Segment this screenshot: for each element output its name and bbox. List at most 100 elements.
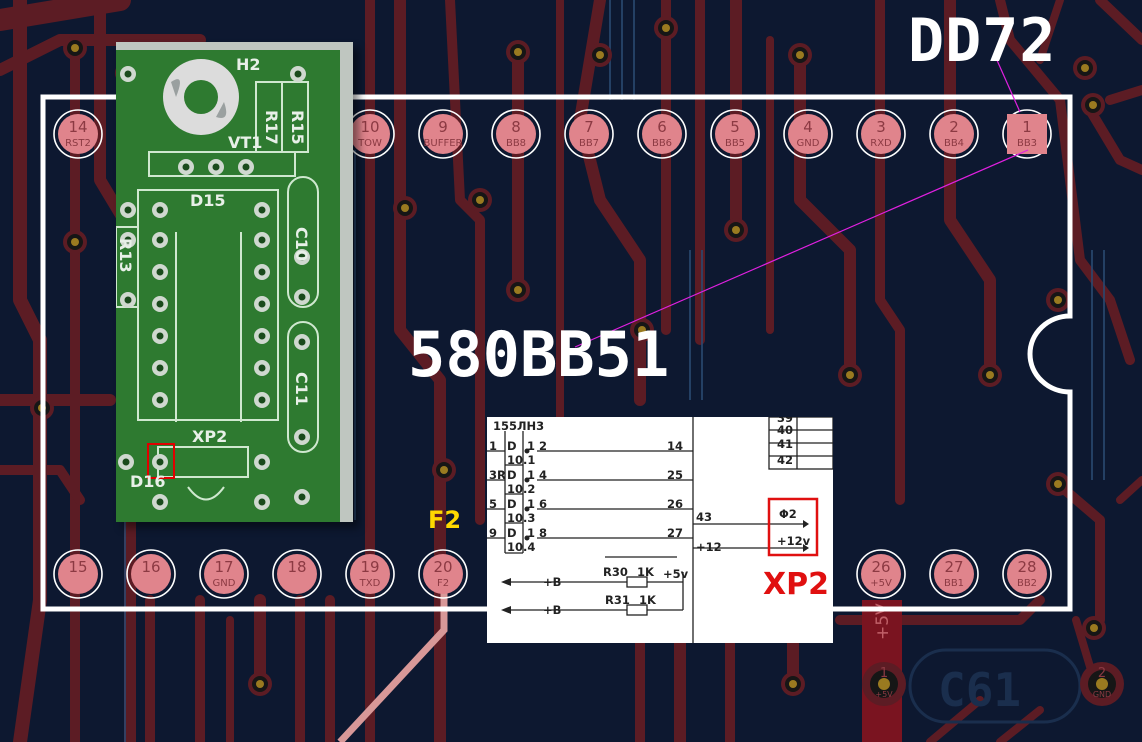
- schem-net-43: 43: [696, 510, 713, 524]
- schem-g4-net: 27: [667, 526, 684, 540]
- photo-label-r17: R17: [262, 110, 281, 145]
- ic-pad-2[interactable]: [934, 114, 974, 154]
- ic-pad-7[interactable]: [569, 114, 609, 154]
- schem-g1-name: 10.1: [507, 453, 536, 467]
- schem-g4-num: 1: [527, 526, 536, 540]
- schem-chip-label: 155ЛН3: [493, 419, 545, 433]
- ic-pad-20[interactable]: [423, 554, 463, 594]
- ic-pad-8[interactable]: [496, 114, 536, 154]
- pin-number: 15: [68, 558, 88, 576]
- ic-pad-19[interactable]: [350, 554, 390, 594]
- pin-name: BB3: [1016, 138, 1038, 149]
- photo-label-r15: R15: [288, 110, 307, 145]
- f2-signal-label: F2: [428, 506, 462, 534]
- schem-g4-out: 8: [539, 526, 548, 540]
- pin-name: BB4: [943, 138, 965, 149]
- schem-xp2-pin-f2: Φ2: [779, 507, 797, 521]
- ic-reference-label[interactable]: DD72: [908, 6, 1057, 76]
- ic-pad-17[interactable]: [204, 554, 244, 594]
- pin-name: BB2: [1016, 578, 1038, 589]
- ic-pad-9[interactable]: [423, 114, 463, 154]
- schem-r30-name: R30: [603, 565, 628, 579]
- ic-silkscreen-outline: [40, 94, 1073, 612]
- ratsnest-line-part: [574, 149, 1029, 348]
- ic-pad-16[interactable]: [131, 554, 171, 594]
- schem-g1-net: 14: [667, 439, 684, 453]
- f2-signal-trace: [337, 582, 448, 742]
- schem-g3-name: 10.3: [507, 511, 536, 525]
- schem-g2-in: 3: [489, 468, 498, 482]
- pin-name: BUFFER: [423, 138, 463, 149]
- ic-pad-10[interactable]: [350, 114, 390, 154]
- pin-name: BB1: [943, 578, 965, 589]
- pin-number: 9: [438, 118, 448, 136]
- pin-number: 14: [68, 118, 88, 136]
- schem-table-row-41: 41: [777, 437, 794, 451]
- schem-g1-in: 1: [489, 439, 498, 453]
- schem-vcc-label: +5v: [663, 567, 689, 581]
- schematic-xp2-highlight: [767, 497, 819, 557]
- ic-pad-1[interactable]: [1007, 114, 1047, 154]
- schem-table-row-42: 42: [777, 453, 794, 467]
- pin-name: RST2: [65, 138, 91, 149]
- schematic-xp2-label: XP2: [763, 567, 829, 602]
- pin-number: 1: [1022, 118, 1032, 136]
- ic-pad-3[interactable]: [861, 114, 901, 154]
- photo-label-vt1: VT1: [228, 133, 262, 152]
- schem-xp2-pin-12v: +12v: [777, 534, 811, 548]
- pin-number: 18: [287, 558, 307, 576]
- schem-g4-name: 10.4: [507, 540, 536, 554]
- pin-number: 3: [876, 118, 886, 136]
- pin-number: 5: [730, 118, 740, 136]
- photo-label-c11: C11: [292, 372, 311, 406]
- ic-pad-26[interactable]: [861, 554, 901, 594]
- conn-pin1-num: 1: [880, 666, 888, 681]
- conn-pin2-name: GND: [1093, 690, 1111, 699]
- ic-pad-15[interactable]: [58, 554, 98, 594]
- schem-g3-num: 1: [527, 497, 536, 511]
- ic-pad-28[interactable]: [1007, 554, 1047, 594]
- schem-table-row-39: 39: [777, 417, 794, 425]
- schem-table-row-40: 40: [777, 423, 794, 437]
- board-photo: H2 R17 R15 VT1 D15 C10 R13 C11 XP2 D16: [116, 42, 353, 522]
- pin-number: 10: [360, 118, 380, 136]
- schem-g4-type: D: [507, 526, 517, 540]
- ic-pad-5[interactable]: [715, 114, 755, 154]
- pin-number: 7: [584, 118, 594, 136]
- schem-g1-type: D: [507, 439, 517, 453]
- pin-name: TOW: [358, 138, 382, 149]
- ic-pad-27[interactable]: [934, 554, 974, 594]
- schem-g3-net: 26: [667, 497, 684, 511]
- schem-out2-label: +B: [543, 603, 562, 617]
- ic-pad-6[interactable]: [642, 114, 682, 154]
- ic-pad-18[interactable]: [277, 554, 317, 594]
- schem-r31-name: R31: [605, 593, 630, 607]
- photo-label-h2: H2: [236, 55, 261, 74]
- pin-name: GND: [796, 138, 820, 149]
- schem-r30-value: 1K: [637, 565, 654, 579]
- pin-number: 28: [1017, 558, 1037, 576]
- ic-pad-14[interactable]: [58, 114, 98, 154]
- schem-out1-label: +B: [543, 575, 562, 589]
- ic-part-number-label[interactable]: 580BB51: [408, 318, 670, 391]
- ic-pad-4[interactable]: [788, 114, 828, 154]
- pin-name: BB6: [651, 138, 673, 149]
- conn-pin1-name: +5V: [875, 690, 893, 699]
- pin-name: F2: [436, 578, 450, 589]
- pin-number: 17: [214, 558, 234, 576]
- pin-name: BB8: [505, 138, 527, 149]
- net-label-5v: +5V: [873, 603, 893, 640]
- pin-name: BB7: [578, 138, 600, 149]
- pin-name: BB5: [724, 138, 746, 149]
- schem-net-12: +12: [696, 540, 722, 554]
- photo-label-xp2: XP2: [192, 427, 227, 446]
- pin-number: 27: [944, 558, 964, 576]
- photo-pads: [118, 66, 310, 510]
- schem-g3-in: 5: [489, 497, 498, 511]
- schem-r31-value: 1K: [639, 593, 656, 607]
- pin-number: 2: [949, 118, 959, 136]
- footprint-text: C61: [938, 663, 1021, 717]
- pin-name: GND: [212, 578, 236, 589]
